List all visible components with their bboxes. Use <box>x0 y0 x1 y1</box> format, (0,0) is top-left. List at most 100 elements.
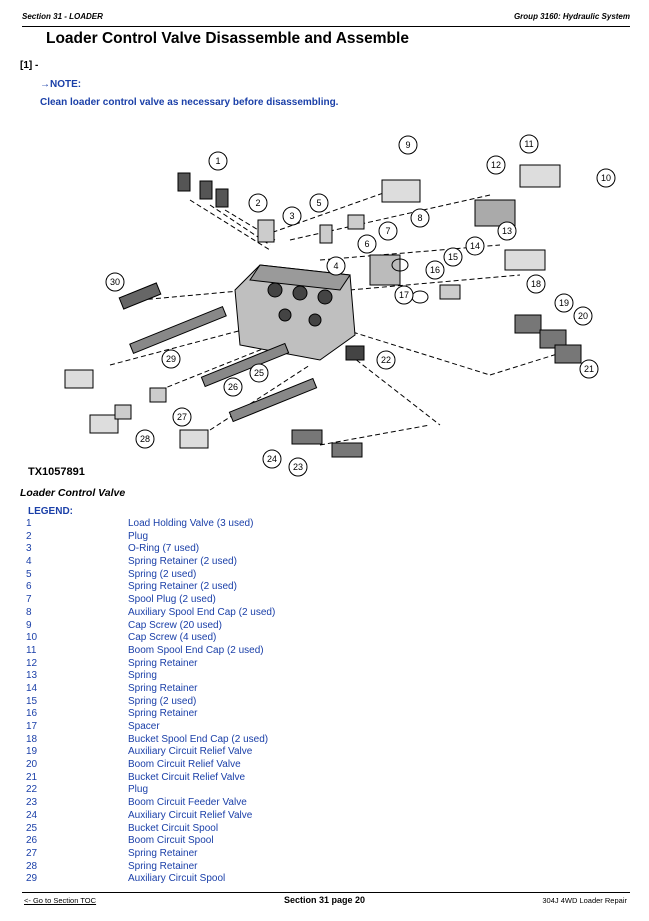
callout-15-label: 15 <box>448 252 458 262</box>
callout-20: 20 <box>573 306 593 326</box>
callout-12-label: 12 <box>491 160 501 170</box>
callout-21-label: 21 <box>584 364 594 374</box>
legend-item-description: Boom Circuit Spool <box>128 835 214 847</box>
legend-item-description: Spring Retainer (2 used) <box>128 556 237 568</box>
legend-item-description: Spool Plug (2 used) <box>128 594 216 606</box>
callout-21: 21 <box>579 359 599 379</box>
note-label: →NOTE: <box>40 79 82 90</box>
callout-9: 9 <box>398 135 418 155</box>
callout-6-label: 6 <box>364 239 369 249</box>
legend-item-description: Bucket Circuit Spool <box>128 822 219 834</box>
page-title: Loader Control Valve Disassemble and Ass… <box>46 30 409 47</box>
callout-11: 11 <box>519 134 539 154</box>
right-components <box>319 164 582 364</box>
callout-19: 19 <box>554 293 574 313</box>
callout-24: 24 <box>262 449 282 469</box>
legend-item-description: Spring Retainer <box>128 682 198 694</box>
legend-item-number: 28 <box>26 860 38 872</box>
legend-item-description: Spring (2 used) <box>128 568 197 580</box>
legend-item-description: Auxiliary Spool End Cap (2 used) <box>128 606 276 618</box>
legend-item-number: 24 <box>26 809 38 821</box>
legend-item-number: 16 <box>26 708 38 720</box>
legend-item-number: 27 <box>26 847 38 859</box>
legend-item-description: Spring (2 used) <box>128 695 197 707</box>
footer-divider <box>22 892 630 893</box>
callout-3: 3 <box>282 206 302 226</box>
legend-item: 7 Spool Plug (2 used) <box>26 594 506 607</box>
callout-25: 25 <box>249 363 269 383</box>
callout-5: 5 <box>309 193 329 213</box>
legend-item-number: 17 <box>26 721 38 732</box>
section-label: Section 31 - LOADER <box>22 12 103 21</box>
legend-item-number: 10 <box>26 632 38 644</box>
legend-item-description: Boom Circuit Relief Valve <box>128 759 241 771</box>
callout-16-label: 16 <box>430 265 440 275</box>
legend-title: LEGEND: <box>28 506 73 517</box>
legend-item-description: Cap Screw (4 used) <box>128 632 217 644</box>
legend-item-number: 18 <box>26 733 38 745</box>
callout-15: 15 <box>443 247 463 267</box>
legend-item-description: Cap Screw (20 used) <box>128 619 222 631</box>
callout-14: 14 <box>465 236 485 256</box>
legend-item-number: 25 <box>26 822 38 834</box>
callout-2-label: 2 <box>255 198 260 208</box>
legend-item-description: O-Ring (7 used) <box>128 543 200 555</box>
figure-id: TX1057891 <box>28 466 85 478</box>
legend-item: 24 Auxiliary Circuit Relief Valve <box>26 810 506 823</box>
legend-item: 19 Auxiliary Circuit Relief Valve <box>26 746 506 759</box>
legend-item-number: 2 <box>26 530 32 542</box>
legend-item-description: Load Holding Valve (3 used) <box>128 518 254 529</box>
legend-item: 4 Spring Retainer (2 used) <box>26 556 506 569</box>
step-marker: [1] - <box>20 60 39 71</box>
legend-item-description: Auxiliary Circuit Relief Valve <box>128 746 253 758</box>
callout-27: 27 <box>172 407 192 427</box>
callout-20-label: 20 <box>578 311 588 321</box>
legend-item-number: 3 <box>26 543 32 555</box>
legend-item-number: 7 <box>26 594 32 606</box>
legend-item-description: Boom Circuit Feeder Valve <box>128 797 247 809</box>
legend-item: 3 O-Ring (7 used) <box>26 543 506 556</box>
page-number: Section 31 page 20 <box>283 895 366 905</box>
legend-item-number: 19 <box>26 746 38 758</box>
callout-2: 2 <box>248 193 268 213</box>
callout-3-label: 3 <box>289 211 294 221</box>
callout-30-label: 30 <box>110 277 120 287</box>
callout-11-label: 11 <box>524 139 533 149</box>
section-toc-link[interactable]: <- Go to Section TOC <box>24 896 97 905</box>
legend-item-description: Spring Retainer <box>128 847 198 859</box>
callout-26-label: 26 <box>228 382 238 392</box>
legend-item-description: Spring <box>128 670 157 682</box>
callout-8: 8 <box>410 208 430 228</box>
callout-8-label: 8 <box>417 213 422 223</box>
callout-6: 6 <box>357 234 377 254</box>
callout-19-label: 19 <box>559 298 569 308</box>
legend-item: 10 Cap Screw (4 used) <box>26 632 506 645</box>
manual-title: 304J 4WD Loader Repair <box>542 896 627 905</box>
callout-14-label: 14 <box>470 241 480 251</box>
callout-7-label: 7 <box>385 226 390 236</box>
legend-item-description: Auxiliary Circuit Relief Valve <box>128 809 253 821</box>
callout-13-label: 13 <box>502 226 512 236</box>
legend-item: 27 Spring Retainer <box>26 848 506 861</box>
legend-item-description: Bucket Spool End Cap (2 used) <box>128 733 269 745</box>
legend-item-number: 4 <box>26 556 32 568</box>
page-header: Section 31 - LOADER Group 3160: Hydrauli… <box>22 12 630 27</box>
callout-13: 13 <box>497 221 517 241</box>
callout-5-label: 5 <box>316 198 321 208</box>
legend-item-description: Plug <box>128 530 149 542</box>
callout-28-label: 28 <box>140 434 150 444</box>
legend-item-number: 11 <box>26 644 37 656</box>
legend-item-description: Boom Spool End Cap (2 used) <box>128 644 264 656</box>
callout-28: 28 <box>135 429 155 449</box>
legend-item: 25 Bucket Circuit Spool <box>26 823 506 836</box>
